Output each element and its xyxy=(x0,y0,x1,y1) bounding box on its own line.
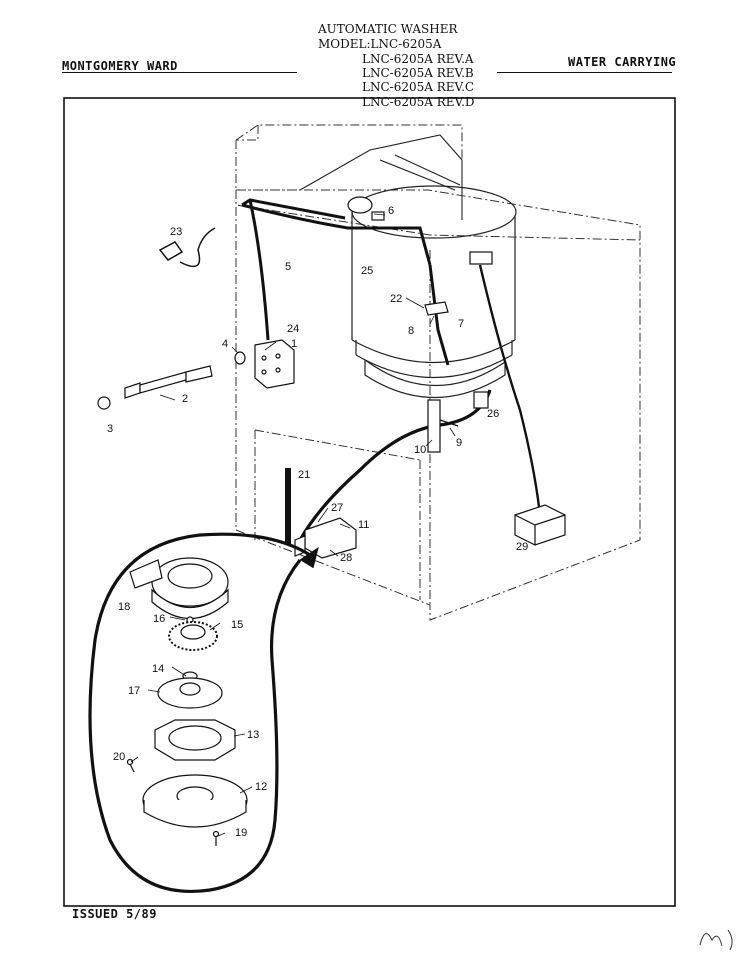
part-label-13: 13 xyxy=(247,729,259,741)
cord-23 xyxy=(158,227,216,268)
control-console xyxy=(299,134,463,220)
part-label-29: 29 xyxy=(516,541,528,553)
loop-arrow xyxy=(299,546,319,569)
section-title: WATER CARRYING xyxy=(568,55,677,69)
part-label-28: 28 xyxy=(340,552,352,564)
leader-lines xyxy=(130,213,456,837)
valve-bracket xyxy=(254,339,295,389)
part-label-17: 17 xyxy=(128,685,140,697)
pump-cover xyxy=(154,719,236,761)
part-label-10: 10 xyxy=(414,444,426,456)
clip-8 xyxy=(424,301,449,316)
pump-base xyxy=(142,774,248,828)
part-label-5: 5 xyxy=(285,261,291,273)
title-line-model: MODEL:LNC-6205A xyxy=(318,37,442,51)
part-label-6: 6 xyxy=(388,205,394,217)
handwritten-mark xyxy=(699,929,733,951)
fitting-right xyxy=(469,251,493,265)
part-label-4: 4 xyxy=(222,338,228,350)
part-label-20: 20 xyxy=(113,751,125,763)
junction-box xyxy=(514,504,566,546)
pump-housing xyxy=(129,557,229,620)
part-label-15: 15 xyxy=(231,619,243,631)
part-label-27: 27 xyxy=(331,502,343,514)
part-label-21: 21 xyxy=(298,469,310,481)
fitting-6 xyxy=(347,196,385,221)
screws xyxy=(126,758,220,846)
part-label-16: 16 xyxy=(153,613,165,625)
part-label-26: 26 xyxy=(487,408,499,420)
seal-assembly xyxy=(157,671,223,709)
part-label-19: 19 xyxy=(235,827,247,839)
drain-hose xyxy=(298,389,492,541)
part-label-23: 23 xyxy=(170,226,182,238)
inlet-fittings xyxy=(97,351,246,410)
title-line-rev-c: LNC-6205A REV.C xyxy=(362,80,475,94)
hose-25 xyxy=(241,203,432,266)
title-line-rev-a: LNC-6205A REV.A xyxy=(362,52,474,66)
issued-date: ISSUED 5/89 xyxy=(72,907,157,921)
part-label-8: 8 xyxy=(408,325,414,337)
hose-7 xyxy=(428,264,450,366)
part-label-11: 11 xyxy=(358,519,369,531)
part-label-25: 25 xyxy=(361,265,373,277)
part-label-2: 2 xyxy=(182,393,188,405)
water-tub xyxy=(351,185,517,398)
diagram-frame xyxy=(63,97,676,907)
part-label-14: 14 xyxy=(152,663,164,675)
part-labels: 1 2 3 4 5 6 7 8 9 10 11 12 13 14 15 16 1… xyxy=(107,205,528,839)
pressure-switch-cable xyxy=(478,264,542,516)
drain-elbow xyxy=(427,391,489,453)
header-rule-left xyxy=(62,72,297,73)
part-label-7: 7 xyxy=(458,318,464,330)
part-label-12: 12 xyxy=(255,781,267,793)
part-label-1: 1 xyxy=(291,338,297,350)
title-line-product: AUTOMATIC WASHER xyxy=(318,22,458,36)
part-label-22: 22 xyxy=(390,293,402,305)
hose-5 xyxy=(241,198,346,341)
exploded-view-loop xyxy=(88,532,311,893)
header-rule-right xyxy=(497,72,672,73)
part-label-18: 18 xyxy=(118,601,130,613)
part-label-24: 24 xyxy=(287,323,299,335)
impeller xyxy=(168,616,218,651)
brand-name: MONTGOMERY WARD xyxy=(62,59,178,73)
title-line-rev-b: LNC-6205A REV.B xyxy=(362,66,474,80)
part-label-9: 9 xyxy=(456,437,462,449)
part-label-3: 3 xyxy=(107,423,113,435)
